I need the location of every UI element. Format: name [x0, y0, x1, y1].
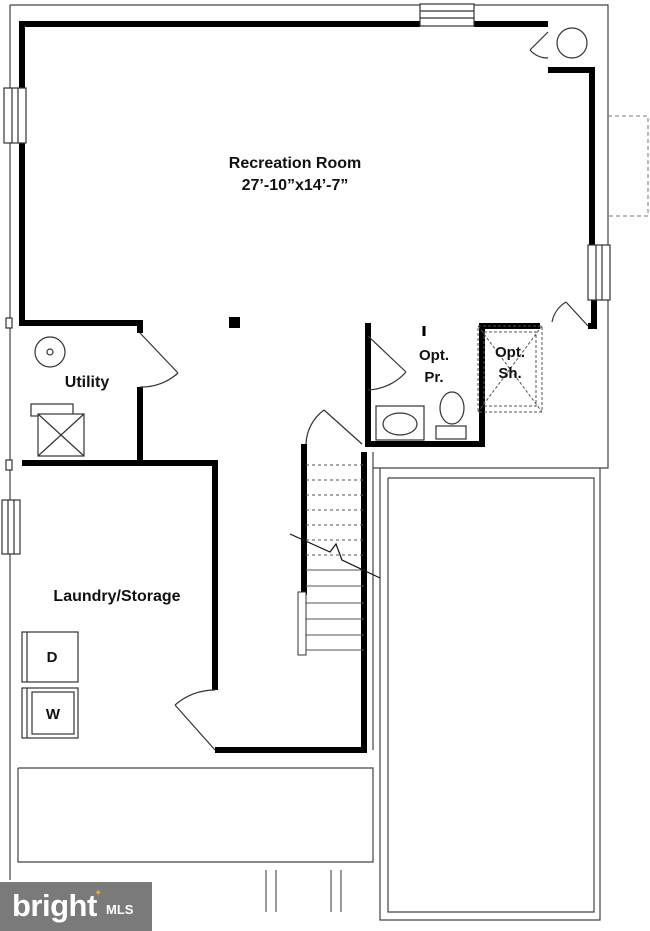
- laundry-storage-label: Laundry/Storage: [53, 588, 180, 605]
- powder-toilet: [435, 391, 467, 440]
- dryer-label: D: [47, 649, 58, 666]
- powder-label-line2: Pr.: [424, 369, 443, 386]
- recreation-room-label: Recreation Room: [229, 155, 361, 172]
- window-right: [587, 244, 611, 301]
- stairs: [289, 464, 381, 656]
- door-right: [551, 301, 589, 327]
- washer: [21, 687, 79, 739]
- door-powder: [367, 335, 407, 391]
- thick-walls: [19, 21, 597, 753]
- watermark-badge: [0, 882, 152, 931]
- watermark-mark-icon: ✦: [94, 888, 103, 899]
- top-right-water-heater: [556, 27, 588, 59]
- utility-furnace: [30, 403, 85, 457]
- door-laundry: [174, 689, 216, 751]
- watermark-brand: bright: [12, 888, 97, 923]
- dryer: [21, 631, 79, 683]
- doors: [139, 31, 589, 751]
- column-post: [229, 317, 240, 328]
- window-left-upper: [3, 87, 27, 144]
- shower-label-line2: Sh.: [498, 365, 521, 382]
- washer-label: W: [46, 706, 61, 723]
- stair-handrail: [297, 591, 307, 656]
- dashed-bumpout: [608, 115, 649, 217]
- laundry-appliances: [21, 631, 79, 739]
- door-hall: [305, 409, 363, 445]
- recreation-room-dimensions: 27’-10”x14’-7”: [242, 177, 349, 194]
- fixtures: [30, 27, 588, 457]
- shower-label-line1: Opt.: [495, 344, 525, 361]
- powder-label-line1: Opt.: [419, 347, 449, 364]
- window-left-lower: [1, 499, 21, 555]
- window-top: [419, 3, 475, 27]
- stair-break-line: [289, 533, 381, 579]
- outer-outline: [9, 4, 609, 921]
- utility-label: Utility: [65, 374, 110, 391]
- windows: [1, 3, 611, 555]
- utility-water-heater: [34, 336, 66, 368]
- optional-shower: [477, 325, 543, 413]
- watermark-mls: MLS: [106, 902, 134, 917]
- exterior-steps: [265, 870, 342, 912]
- powder-vanity: [375, 405, 425, 441]
- door-utility: [139, 332, 179, 388]
- door-top-right: [529, 31, 549, 59]
